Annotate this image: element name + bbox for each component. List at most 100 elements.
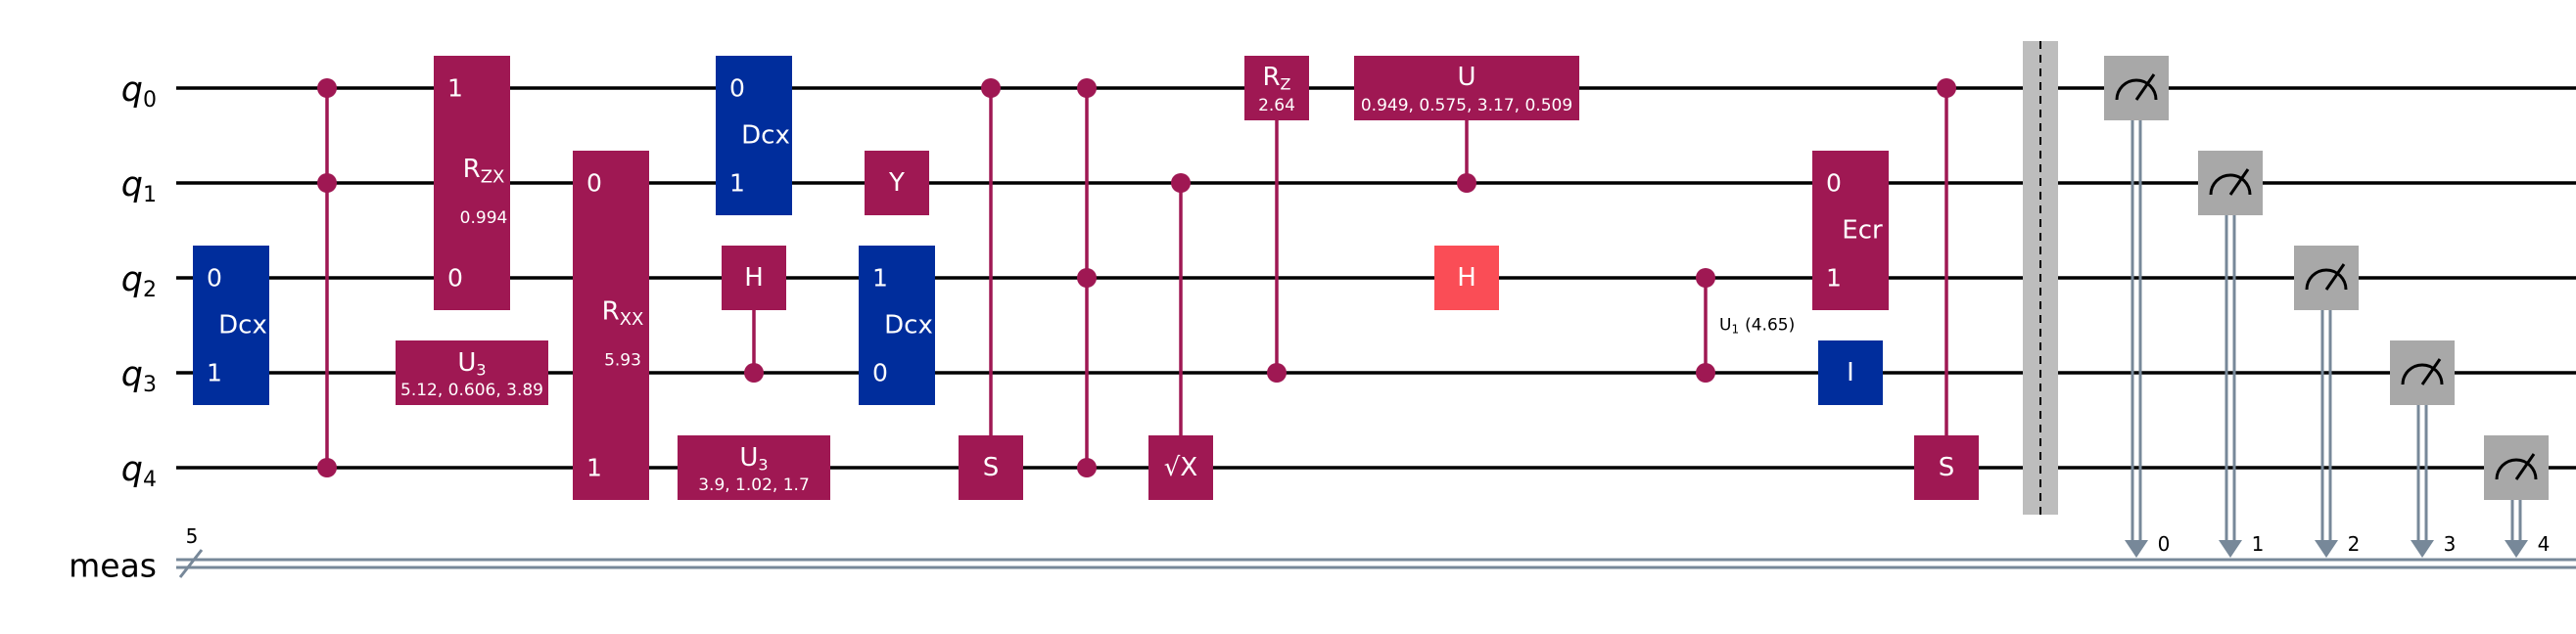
- gate-box-7: U33.9, 1.02, 1.7: [678, 435, 830, 500]
- gate-controlled-12: √X: [1148, 173, 1213, 500]
- gate-box: [678, 435, 830, 500]
- qubit-label-1: q1: [121, 165, 157, 207]
- gate-box: [865, 151, 929, 215]
- gate-parameter: 3.9, 1.02, 1.7: [698, 476, 810, 495]
- control-dot: [1267, 363, 1287, 383]
- gate-parameter: 0.949, 0.575, 3.17, 0.509: [1361, 96, 1572, 115]
- qubit-label-index: 0: [143, 88, 157, 113]
- gate-box: [859, 246, 935, 405]
- control-dot: [317, 458, 337, 477]
- gate-label-main: U: [1457, 63, 1475, 92]
- gate-parameter: 5.93: [604, 351, 641, 371]
- gate-box: [1148, 435, 1213, 500]
- meter-icon: [2401, 363, 2444, 385]
- qubit-label-index: 2: [143, 278, 157, 302]
- gate-port-label: 1: [872, 264, 888, 293]
- control-dot: [1937, 78, 1956, 98]
- gate-port-label: 1: [207, 359, 222, 387]
- measure-box: [2294, 246, 2359, 310]
- gate-box-15: H: [1434, 246, 1499, 310]
- gate-measure-23: 2: [2294, 246, 2360, 558]
- qubit-label-4: q4: [121, 450, 157, 492]
- measure-arrow: [2411, 540, 2434, 558]
- qubit-label-name: q: [121, 260, 143, 299]
- gate-label-subscript: Z: [1281, 74, 1291, 93]
- qubit-label-index: 1: [143, 183, 157, 207]
- gate-label-main: Y: [888, 168, 905, 198]
- gate-label: H: [1457, 263, 1476, 293]
- gate-label-subscript: 3: [758, 455, 768, 474]
- qubit-label-index: 3: [143, 373, 157, 397]
- gate-box: [1914, 435, 1979, 500]
- gate-label-main: S: [983, 453, 1000, 482]
- gate-box: [722, 246, 786, 310]
- gate-label-main: Ecr: [1842, 216, 1883, 246]
- gate-cz-11: [1077, 78, 1097, 477]
- measure-arrow: [2315, 540, 2338, 558]
- gate-port-label: 1: [447, 74, 463, 103]
- gate-label: U: [1457, 63, 1475, 92]
- gate-port-label: 0: [447, 264, 463, 293]
- gate-label: Y: [888, 168, 905, 198]
- meter-needle-icon: [2420, 358, 2442, 385]
- gate-label-subscript: XX: [620, 308, 644, 329]
- cphase-label: U1(4.65): [1719, 316, 1795, 337]
- gate-box: [1812, 151, 1889, 310]
- control-dot: [1696, 363, 1715, 383]
- gate-label-main: R: [1262, 63, 1280, 92]
- classical-bit-index: 1: [2252, 532, 2265, 556]
- gate-measure-25: 4: [2484, 435, 2550, 558]
- gate-controlled-10: S: [959, 78, 1023, 500]
- gate-box: [716, 56, 792, 215]
- gate-barrier-20: [2023, 41, 2058, 515]
- gate-label: Ecr: [1842, 216, 1883, 246]
- gate-cz-0: [317, 78, 337, 477]
- gate-box: [1354, 56, 1579, 120]
- measure-arrow: [2219, 540, 2242, 558]
- classical-bus-slash: [178, 549, 204, 578]
- gate-controlled-13: RZ 2.64: [1244, 56, 1309, 383]
- gate-box: [573, 151, 649, 500]
- meter-icon: [2305, 268, 2348, 291]
- gate-label: √X: [1164, 453, 1197, 482]
- qubit-label-2: q2: [121, 260, 157, 302]
- measure-box: [2390, 340, 2455, 405]
- meter-needle-icon: [2514, 453, 2536, 480]
- control-dot: [1171, 173, 1191, 193]
- gate-label-main: H: [744, 263, 764, 293]
- meter-needle-icon: [2134, 73, 2156, 101]
- gate-label: U3: [457, 348, 486, 379]
- gate-label: RXX: [602, 297, 644, 330]
- gate-box: [193, 246, 269, 405]
- classical-bit-index: 4: [2538, 532, 2551, 556]
- gate-label: Dcx: [884, 311, 933, 340]
- control-dot: [1077, 458, 1097, 477]
- gate-parameter: 5.12, 0.606, 3.89: [400, 381, 543, 400]
- classical-register-label: meas: [69, 547, 157, 585]
- gate-port-label: 0: [586, 169, 602, 198]
- control-dot: [744, 363, 764, 383]
- gate-box-18: I: [1818, 340, 1883, 405]
- meter-icon: [2495, 458, 2538, 480]
- gate-label-main: I: [1847, 358, 1854, 387]
- control-dot: [981, 78, 1001, 98]
- classical-bit-index: 0: [2158, 532, 2171, 556]
- control-dot: [317, 173, 337, 193]
- gate-label: I: [1847, 358, 1854, 387]
- classical-register-size: 5: [186, 524, 199, 548]
- gate-measure-22: 1: [2198, 151, 2264, 558]
- gate-parameter: 2.64: [1258, 96, 1295, 115]
- gate-parameter: 0.994: [460, 208, 508, 228]
- gate-port-label: 0: [207, 264, 222, 293]
- qubit-label-name: q: [121, 70, 143, 110]
- meter-icon: [2115, 78, 2158, 101]
- qubit-label-name: q: [121, 165, 143, 204]
- measure-box: [2198, 151, 2263, 215]
